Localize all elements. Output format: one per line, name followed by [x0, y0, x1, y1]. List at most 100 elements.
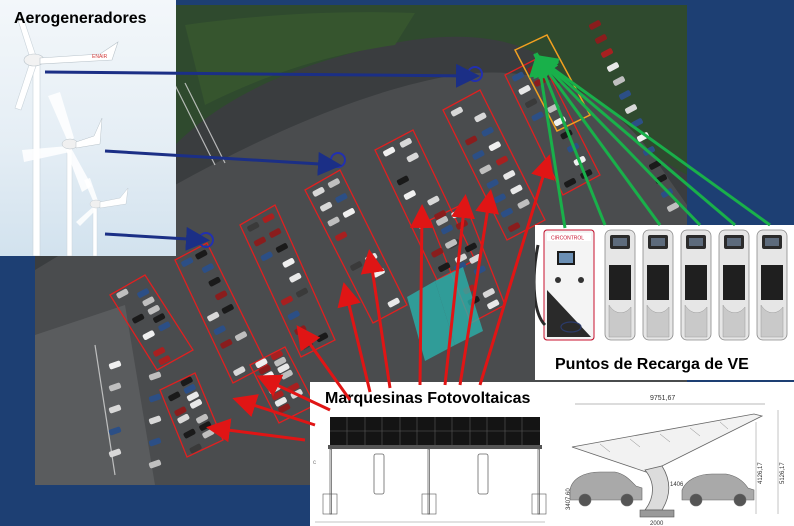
dimension-base: 2000: [650, 521, 664, 526]
parked-car: [287, 310, 300, 321]
parked-car: [280, 295, 293, 306]
parked-car: [474, 112, 487, 123]
wind-turbine-panel: ENAIR Aerogeneradores: [0, 0, 176, 256]
ev-charger-icon: [604, 229, 636, 341]
svg-text:CIRCONTROL: CIRCONTROL: [551, 236, 584, 242]
parked-car: [148, 415, 162, 425]
parked-car: [108, 382, 122, 392]
parked-car: [177, 413, 190, 424]
parked-car: [518, 85, 531, 95]
parked-car: [434, 210, 447, 220]
parked-car: [350, 261, 363, 271]
parked-car: [234, 331, 248, 341]
parked-car: [180, 376, 193, 387]
ev-charger-icon: [756, 229, 788, 341]
parked-car: [481, 126, 494, 137]
parked-car: [196, 413, 209, 424]
parked-car: [295, 287, 309, 298]
parked-car: [168, 391, 181, 402]
parked-car: [472, 150, 485, 160]
parked-car: [153, 313, 166, 323]
parked-car: [258, 364, 271, 375]
parked-car: [342, 208, 355, 218]
parked-car: [148, 459, 162, 469]
parked-car: [181, 257, 194, 267]
dimension-height-3: 3407,60: [566, 488, 572, 510]
parked-car: [189, 399, 203, 409]
parked-car: [406, 152, 419, 163]
parked-car: [255, 358, 268, 368]
dimension-total-width: 9751,67: [650, 395, 675, 402]
parked-car: [588, 20, 602, 30]
parked-car: [153, 347, 166, 357]
parking-zone-outline: [304, 169, 408, 324]
solar-title: Marquesinas Fotovoltaicas: [325, 390, 531, 407]
parked-car: [262, 213, 275, 223]
dimension-height-1: 4126,17: [758, 462, 764, 484]
parked-car: [335, 193, 348, 203]
parked-car: [274, 356, 287, 367]
wind-title: Aerogeneradores: [14, 10, 147, 27]
ev-charger-icon: [680, 229, 712, 341]
svg-text:c: c: [313, 460, 316, 466]
parked-car: [221, 304, 234, 314]
parked-car: [186, 391, 199, 402]
parked-car: [327, 178, 340, 188]
parked-car: [450, 106, 463, 117]
parked-car: [270, 350, 283, 361]
svg-text:ENAIR: ENAIR: [92, 54, 108, 60]
parked-car: [269, 228, 282, 238]
parked-car: [403, 190, 416, 200]
parked-car: [488, 141, 501, 151]
parked-car: [253, 236, 266, 247]
parked-car: [220, 339, 233, 349]
parked-car: [147, 305, 160, 315]
parked-car: [108, 426, 122, 436]
parked-car: [116, 288, 129, 299]
wind-turbine-icon: ENAIR: [14, 19, 129, 256]
parked-car: [148, 437, 162, 447]
parked-car: [327, 216, 340, 227]
parked-car: [215, 290, 228, 301]
parked-car: [142, 296, 155, 307]
parked-car: [201, 263, 214, 273]
parked-car: [312, 187, 325, 197]
parked-car: [208, 276, 221, 287]
solar-canopy-panel: Marquesinas Fotovoltaicas: [310, 382, 794, 526]
parked-car: [189, 443, 202, 454]
parked-car: [183, 428, 196, 439]
parked-car: [137, 288, 150, 298]
ev-chargers-panel: CIRCONTROL Puntos de Recarga de VE: [535, 225, 794, 380]
parked-car: [148, 393, 162, 403]
parked-car: [108, 404, 122, 414]
ev-charger-icon: [642, 229, 674, 341]
parked-car: [594, 34, 608, 44]
parked-car: [148, 371, 162, 381]
parked-car: [431, 247, 444, 258]
parked-car: [108, 360, 122, 370]
parked-car: [399, 138, 412, 148]
parked-car: [213, 325, 226, 335]
parked-car: [525, 98, 538, 108]
charging-title: Puntos de Recarga de VE: [555, 356, 749, 373]
parked-car: [158, 321, 171, 332]
parked-car: [108, 448, 122, 458]
parked-car: [142, 330, 155, 340]
parked-car: [183, 384, 196, 394]
parked-car: [277, 363, 290, 373]
parked-car: [207, 311, 220, 322]
ev-charger-icon: [718, 229, 750, 341]
ev-charger-icon: CIRCONTROL: [535, 229, 595, 341]
parked-car: [233, 366, 246, 376]
parked-car: [195, 249, 208, 260]
parked-car: [282, 258, 295, 268]
parked-car: [600, 48, 614, 58]
parked-car: [247, 222, 260, 232]
parked-car: [158, 355, 171, 365]
parked-car: [132, 313, 145, 324]
car-icon: [681, 473, 755, 507]
solar-canopy-icon: c 9751,67 2000 1406 4126,17 5126,17 3407…: [313, 395, 786, 526]
dimension-height-2: 5126,17: [780, 462, 786, 484]
parking-zone-outline: [109, 274, 194, 371]
